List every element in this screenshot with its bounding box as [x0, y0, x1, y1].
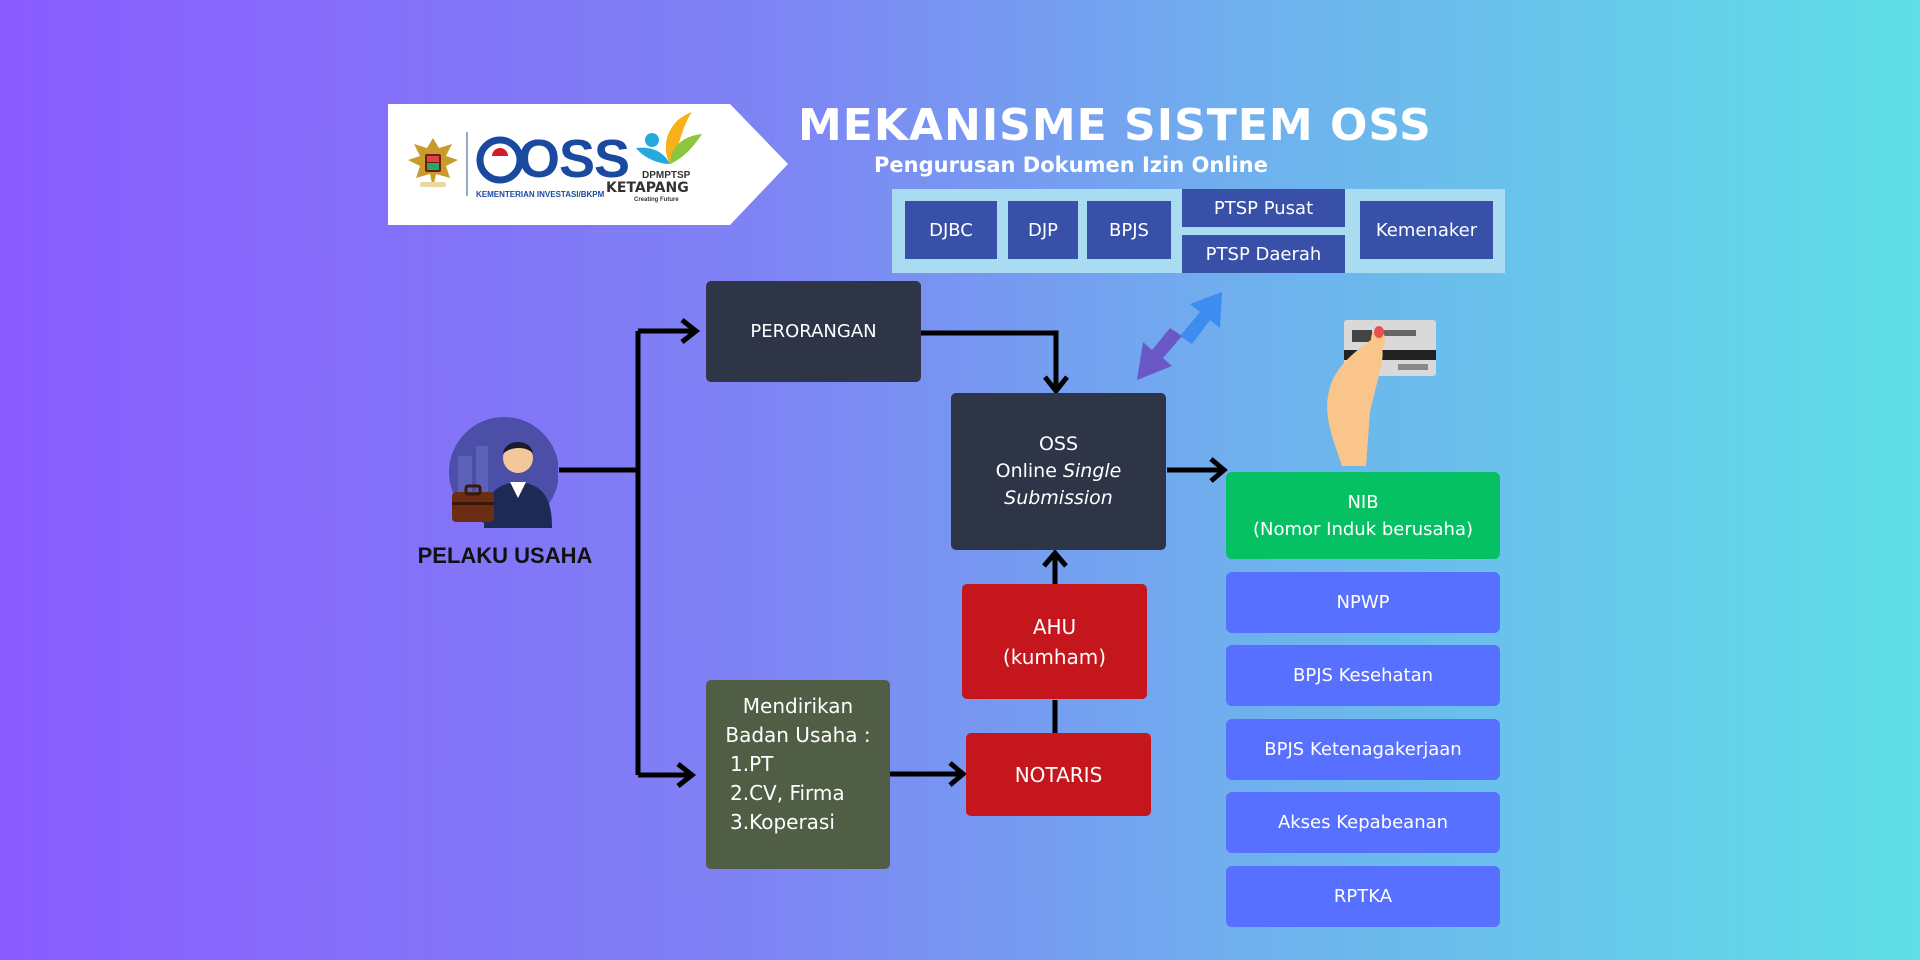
- oss-subtitle-line3: Submission: [1004, 487, 1113, 509]
- nib-subtitle: (Nomor Induk berusaha): [1252, 518, 1474, 540]
- nib-box: NIB (Nomor Induk berusaha): [1226, 472, 1500, 559]
- ahu-title: AHU: [1032, 614, 1077, 639]
- dpmptsp-text: DPMPTSP: [642, 170, 691, 181]
- hand-card-illustration: [1318, 316, 1438, 468]
- oss-subtitle-line: Online Single: [996, 458, 1122, 485]
- arrowhead-oss-top: [1043, 375, 1069, 396]
- badan-item-text: PT: [749, 752, 774, 776]
- exchange-arrows-icon: [1137, 292, 1222, 380]
- oss-subtitle-plain: Online: [995, 460, 1063, 482]
- ministry-text: KEMENTERIAN INVESTASI/BKPM: [476, 190, 605, 199]
- output-bpjs-ketenagakerjaan: BPJS Ketenagakerjaan: [1226, 719, 1500, 780]
- agency-kemenaker: Kemenaker: [1360, 201, 1493, 259]
- badan-item: 3.Koperasi: [730, 810, 835, 834]
- output-npwp: NPWP: [1226, 572, 1500, 633]
- header-banner: OSS KEMENTERIAN INVESTASI/BKPM DPMPTSP K…: [388, 104, 788, 225]
- output-bpjs-kesehatan: BPJS Kesehatan: [1226, 645, 1500, 706]
- arrowhead-notaris: [948, 761, 967, 787]
- logo-divider: [466, 132, 468, 196]
- badan-usaha-box: Mendirikan Badan Usaha : 1.PT 2.CV, Firm…: [706, 680, 890, 869]
- nib-title: NIB: [1347, 491, 1379, 513]
- arrowhead-oss-bottom: [1042, 549, 1068, 568]
- badan-title-line2: Badan Usaha :: [725, 723, 871, 747]
- ahu-subtitle: (kumham): [1002, 644, 1107, 669]
- output-rptka: RPTKA: [1226, 866, 1500, 927]
- businessman-illustration: [448, 416, 559, 528]
- garuda-emblem-icon: [408, 138, 458, 188]
- notaris-box: NOTARIS: [966, 733, 1151, 816]
- agency-djbc: DJBC: [905, 201, 997, 259]
- tagline-text: Creating Future: [634, 197, 679, 203]
- ahu-box: AHU (kumham): [962, 584, 1147, 699]
- oss-subtitle-italic: Single: [1062, 460, 1122, 482]
- arrowhead-outputs: [1209, 457, 1228, 483]
- perorangan-box: PERORANGAN: [706, 281, 921, 382]
- agency-bpjs: BPJS: [1087, 201, 1171, 259]
- ketapang-text: KETAPANG: [606, 180, 689, 196]
- oss-logo-text: OSS: [518, 129, 630, 189]
- agency-ptsp-daerah: PTSP Daerah: [1182, 235, 1345, 273]
- businessman-icon: [449, 417, 559, 528]
- agency-djp: DJP: [1008, 201, 1078, 259]
- agency-ptsp-pusat: PTSP Pusat: [1182, 189, 1345, 227]
- page-title: MEKANISME SISTEM OSS: [798, 100, 1432, 151]
- id-card-icon: [1327, 320, 1436, 466]
- page-subtitle: Pengurusan Dokumen Izin Online: [874, 153, 1268, 177]
- perorangan-to-oss: [921, 330, 1059, 388]
- arrowhead-badan: [676, 762, 697, 788]
- dpmptsp-logo-icon: [636, 112, 702, 164]
- oss-title: OSS: [1038, 433, 1079, 455]
- oss-logo-icon: [476, 136, 524, 184]
- badan-item: 2.CV, Firma: [730, 781, 845, 805]
- badan-title-line1: Mendirikan: [742, 694, 854, 718]
- output-akses-kepabeanan: Akses Kepabeanan: [1226, 792, 1500, 853]
- actor-label: PELAKU USAHA: [417, 543, 593, 568]
- arrowhead-perorangan: [680, 318, 701, 344]
- oss-box: OSS Online Single Submission: [951, 393, 1166, 550]
- badan-item-text: CV, Firma: [749, 781, 845, 805]
- badan-item: 1.PT: [730, 752, 774, 776]
- badan-item-text: Koperasi: [749, 810, 835, 834]
